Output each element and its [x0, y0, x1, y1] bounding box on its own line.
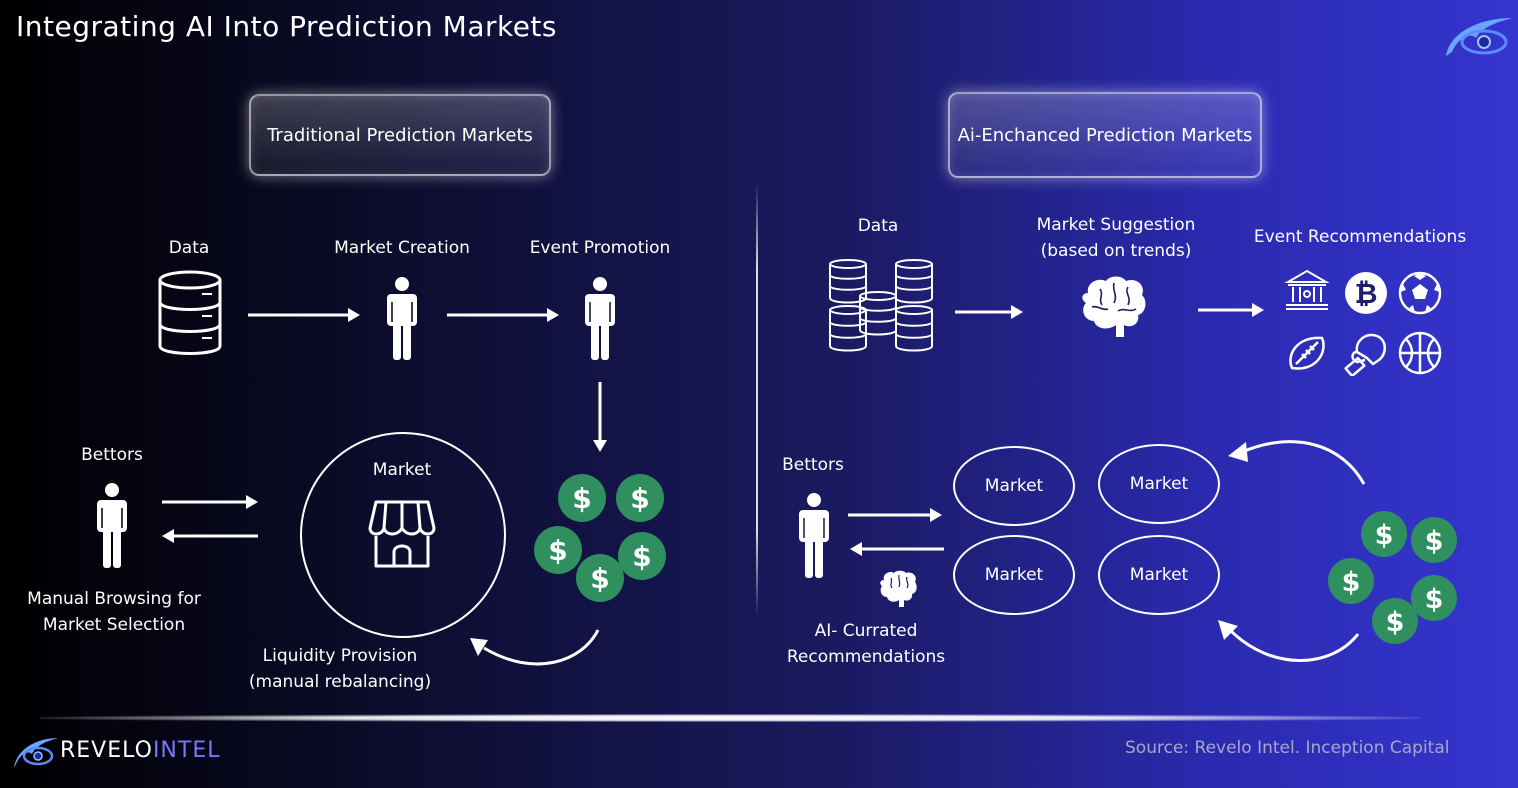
market-oval: Market — [953, 535, 1075, 615]
svg-text:₿: ₿ — [1355, 277, 1378, 310]
brand-wordmark: REVELOINTEL — [60, 738, 220, 763]
market-creation-label: Market Creation — [334, 238, 470, 258]
svg-text:$: $ — [632, 540, 651, 573]
liquidity-provision-label: Liquidity Provision (manual rebalancing) — [249, 643, 431, 695]
ai-curated-line-2: Recommendations — [786, 647, 946, 667]
dollar-coin-icon: $ — [558, 474, 606, 522]
database-icon — [895, 305, 933, 352]
ai-bettors-label: Bettors — [782, 455, 844, 475]
brain-icon — [880, 570, 917, 607]
page-title: Integrating AI Into Prediction Markets — [16, 10, 557, 43]
svg-text:$: $ — [1375, 520, 1394, 551]
svg-text:$: $ — [548, 534, 567, 567]
dollar-coin-icon: $ — [616, 474, 664, 522]
brand-wordmark-left: REVELO — [60, 738, 153, 763]
curved-arrow-icon — [1228, 440, 1366, 485]
ai-data-label: Data — [857, 216, 899, 236]
arrow-right-icon — [955, 305, 1023, 319]
brand-wordmark-right: INTEL — [152, 738, 221, 763]
event-promoter-person-icon — [585, 277, 615, 360]
curved-arrow-icon — [470, 629, 600, 666]
ai-curated-line-1: AI- Currated — [814, 621, 918, 641]
manual-browsing-label: Manual Browsing for Market Selection — [27, 586, 201, 638]
svg-text:$: $ — [590, 562, 609, 595]
database-icon — [895, 259, 933, 304]
manual-browsing-line-2: Market Selection — [42, 615, 186, 635]
traditional-heading-text: Traditional Prediction Markets — [267, 124, 533, 146]
dollar-coins-cluster: $ $ $ $ $ — [534, 474, 666, 602]
market-suggestion-line-2: (based on trends) — [1040, 241, 1192, 261]
event-promotion-label: Event Promotion — [529, 238, 671, 258]
store-icon — [368, 500, 436, 568]
dollar-coin-icon: $ — [1411, 575, 1457, 621]
source-note: Source: Revelo Intel. Inception Capital — [1125, 738, 1450, 758]
arrow-right-icon — [248, 308, 360, 322]
boxing-glove-icon — [1344, 333, 1386, 376]
bettor-person-icon — [97, 483, 127, 568]
ai-heading: Ai-Enchanced Prediction Markets — [948, 92, 1262, 178]
dollar-coin-icon: $ — [1372, 598, 1418, 644]
dollar-coin-icon: $ — [1361, 511, 1407, 557]
database-cluster-icon — [829, 259, 933, 352]
football-icon — [1289, 336, 1325, 370]
dollar-coin-icon: $ — [576, 554, 624, 602]
manual-browsing-line-1: Manual Browsing for — [27, 589, 201, 609]
arrow-right-icon — [447, 308, 559, 322]
market-label: Market — [372, 460, 432, 480]
government-building-icon — [1284, 269, 1330, 310]
market-oval-label: Market — [1129, 474, 1189, 494]
market-creator-person-icon — [387, 277, 417, 360]
revelo-logo-icon — [14, 738, 58, 768]
dollar-coin-icon: $ — [618, 532, 666, 580]
svg-text:$: $ — [1342, 567, 1361, 598]
traditional-data-label: Data — [168, 238, 210, 258]
market-oval: Market — [953, 446, 1075, 526]
curved-arrow-icon — [1218, 620, 1360, 662]
arrow-right-icon — [1198, 303, 1264, 317]
dollar-coin-icon: $ — [1411, 517, 1457, 563]
dollar-coins-cluster: $ $ $ $ $ — [1328, 511, 1457, 644]
ai-heading-text: Ai-Enchanced Prediction Markets — [957, 124, 1253, 146]
two-way-arrow-icon — [162, 495, 258, 543]
market-suggestion-label: Market Suggestion (based on trends) — [1037, 212, 1196, 264]
dollar-coin-icon: $ — [534, 526, 582, 574]
market-oval: Market — [1098, 535, 1220, 615]
database-icon — [158, 270, 222, 355]
market-oval-label: Market — [984, 565, 1044, 585]
traditional-bettors-label: Bettors — [81, 445, 143, 465]
market-oval-label: Market — [1129, 565, 1189, 585]
svg-text:$: $ — [572, 482, 591, 515]
event-recommendations-label: Event Recommendations — [1253, 227, 1467, 247]
svg-text:$: $ — [1425, 584, 1444, 615]
two-way-arrow-icon — [848, 508, 944, 556]
liquidity-line-1: Liquidity Provision — [262, 646, 418, 666]
dollar-coin-icon: $ — [1328, 558, 1374, 604]
bettor-person-icon — [799, 493, 829, 578]
soccer-ball-icon — [1398, 271, 1442, 315]
market-oval-label: Market — [984, 476, 1044, 496]
basketball-icon — [1398, 331, 1442, 375]
svg-text:$: $ — [1425, 526, 1444, 557]
traditional-heading: Traditional Prediction Markets — [249, 94, 551, 176]
market-suggestion-line-1: Market Suggestion — [1036, 215, 1196, 235]
market-oval: Market — [1098, 444, 1220, 524]
liquidity-line-2: (manual rebalancing) — [248, 672, 432, 692]
ai-curated-label: AI- Currated Recommendations — [787, 618, 945, 670]
brain-icon — [1082, 276, 1146, 337]
database-icon — [829, 305, 867, 352]
arrow-down-icon — [593, 382, 607, 452]
svg-text:$: $ — [630, 482, 649, 515]
footer-divider — [40, 714, 1420, 722]
svg-text:$: $ — [1386, 607, 1405, 638]
market-circle — [300, 432, 506, 638]
revelo-logo-icon — [1446, 18, 1512, 56]
section-divider — [756, 182, 758, 617]
bitcoin-icon: ₿ — [1345, 272, 1387, 314]
